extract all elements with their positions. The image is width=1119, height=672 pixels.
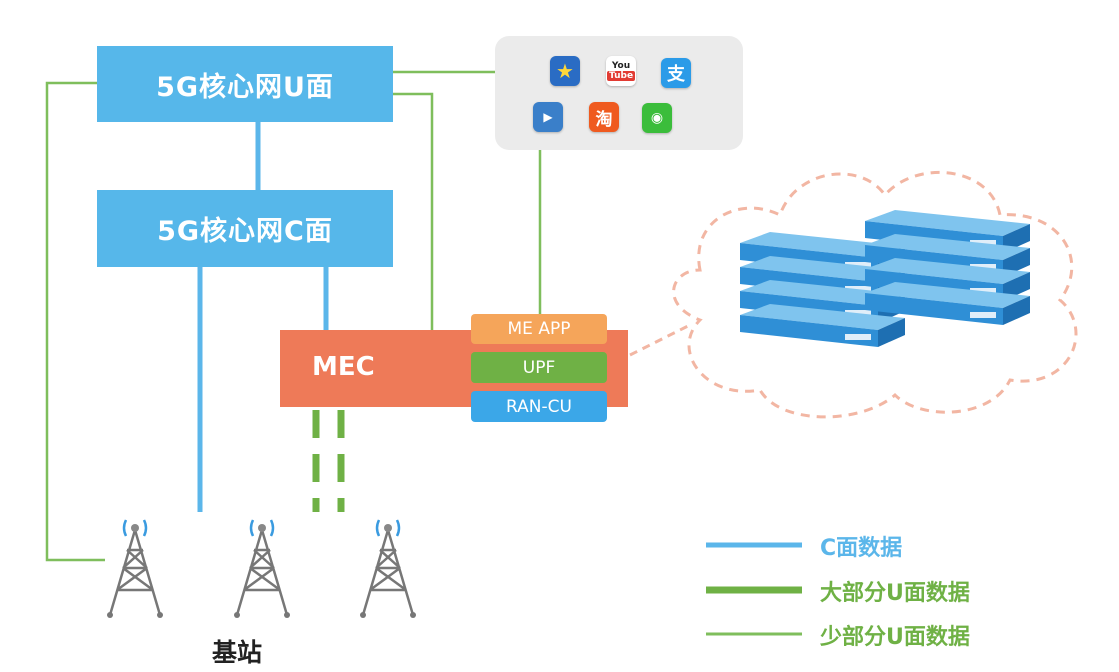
upf-box: UPF xyxy=(471,352,607,383)
legend-c-plane: C面数据 xyxy=(820,536,903,561)
legend-u-major: 大部分U面数据 xyxy=(820,581,970,606)
mec-label: MEC xyxy=(312,352,375,382)
base-station-label: 基站 xyxy=(212,638,263,667)
alipay-app-icon: 支 xyxy=(661,58,691,88)
u-plane-left-link xyxy=(45,81,105,562)
u-plane-upf-link xyxy=(393,92,472,370)
tower-icon-3 xyxy=(360,519,416,618)
core-u-plane-box: 5G核心网U面 xyxy=(97,46,393,122)
mec-cloud-link xyxy=(629,323,691,357)
upf-label: UPF xyxy=(522,357,556,378)
taobao-app-icon: 淘 xyxy=(589,102,619,132)
ran-cu-label: RAN-CU xyxy=(506,396,572,417)
video-app-icon: ▶ xyxy=(533,102,563,132)
tower-icon-2 xyxy=(234,519,290,618)
core-u-plane-label: 5G核心网U面 xyxy=(156,71,334,103)
wechat-app-icon: ◉ xyxy=(642,103,672,133)
server-cloud-outline xyxy=(672,170,1078,419)
server-stack-icon xyxy=(740,210,1030,347)
me-app-label: ME APP xyxy=(507,319,571,339)
me-app-box: ME APP xyxy=(471,314,607,344)
star-app-icon: ★ xyxy=(550,56,580,86)
core-c-plane-box: 5G核心网C面 xyxy=(97,190,393,267)
tower-icon-1 xyxy=(107,519,163,618)
core-c-plane-label: 5G核心网C面 xyxy=(157,216,333,247)
legend-u-minor: 少部分U面数据 xyxy=(820,625,970,650)
ran-cu-box: RAN-CU xyxy=(471,391,607,422)
